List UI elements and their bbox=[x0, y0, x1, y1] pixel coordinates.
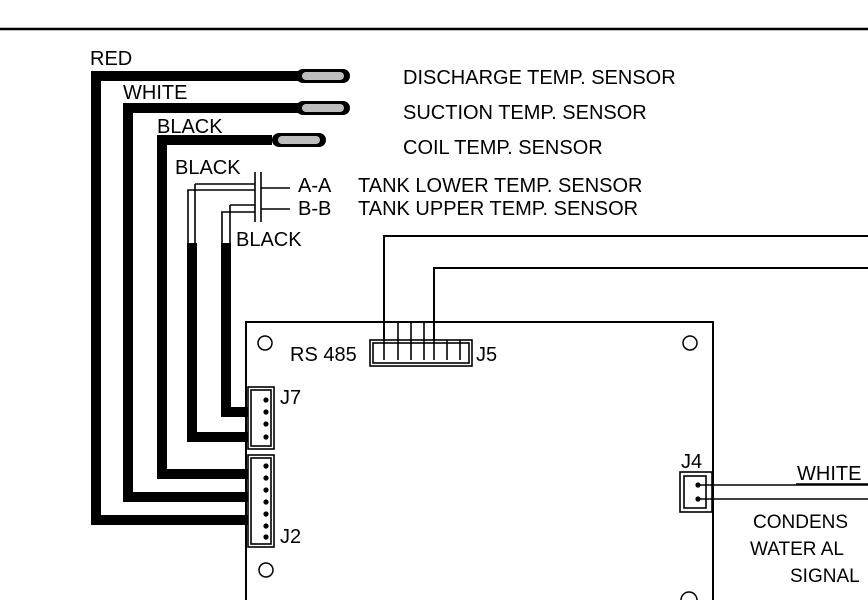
label-tank-upper-sensor: TANK UPPER TEMP. SENSOR bbox=[358, 198, 638, 220]
connector-ticks bbox=[254, 172, 290, 222]
label-tank-upper-code: B-B bbox=[298, 198, 331, 220]
j5-connector bbox=[369, 322, 473, 367]
label-coil-sensor: COIL TEMP. SENSOR bbox=[403, 137, 603, 159]
j2-connector bbox=[247, 454, 275, 548]
label-condensate-line3: SIGNAL bbox=[790, 566, 860, 587]
rs485-cable bbox=[383, 235, 868, 340]
label-j5: J5 bbox=[476, 344, 497, 366]
black-coil-wire bbox=[157, 135, 272, 479]
label-j2: J2 bbox=[280, 526, 301, 548]
mount-hole-top-left bbox=[257, 335, 273, 351]
label-tank-lower-code: A-A bbox=[298, 175, 332, 197]
mount-hole-top-right bbox=[682, 335, 698, 351]
mount-hole-bottom-left bbox=[258, 562, 274, 578]
suction-sensor-probe bbox=[296, 101, 350, 115]
label-condensate-line2: WATER AL bbox=[750, 539, 844, 560]
label-j7: J7 bbox=[280, 387, 301, 409]
label-white: WHITE bbox=[123, 82, 187, 104]
label-suction-sensor: SUCTION TEMP. SENSOR bbox=[403, 102, 647, 124]
label-condensate-line1: CONDENS bbox=[753, 512, 848, 533]
label-discharge-sensor: DISCHARGE TEMP. SENSOR bbox=[403, 67, 676, 89]
label-black-tank-upper: BLACK bbox=[236, 229, 302, 251]
label-white-j4: WHITE bbox=[797, 463, 861, 485]
white-wire bbox=[123, 103, 300, 502]
label-rs485: RS 485 bbox=[290, 344, 357, 366]
control-board bbox=[245, 321, 714, 600]
label-black-tank-lower: BLACK bbox=[175, 157, 241, 179]
label-j4: J4 bbox=[681, 451, 702, 473]
j7-connector bbox=[247, 386, 275, 450]
black-tank-lower-wire bbox=[187, 183, 255, 442]
label-black-coil: BLACK bbox=[157, 116, 223, 138]
coil-sensor-probe bbox=[272, 133, 326, 147]
red-wire bbox=[91, 71, 300, 525]
label-tank-lower-sensor: TANK LOWER TEMP. SENSOR bbox=[358, 175, 643, 197]
black-tank-upper-wire bbox=[221, 204, 255, 417]
label-red: RED bbox=[90, 48, 132, 70]
j4-connector bbox=[679, 471, 868, 513]
mount-hole-bottom-right bbox=[680, 591, 698, 600]
discharge-sensor-probe bbox=[296, 69, 350, 83]
